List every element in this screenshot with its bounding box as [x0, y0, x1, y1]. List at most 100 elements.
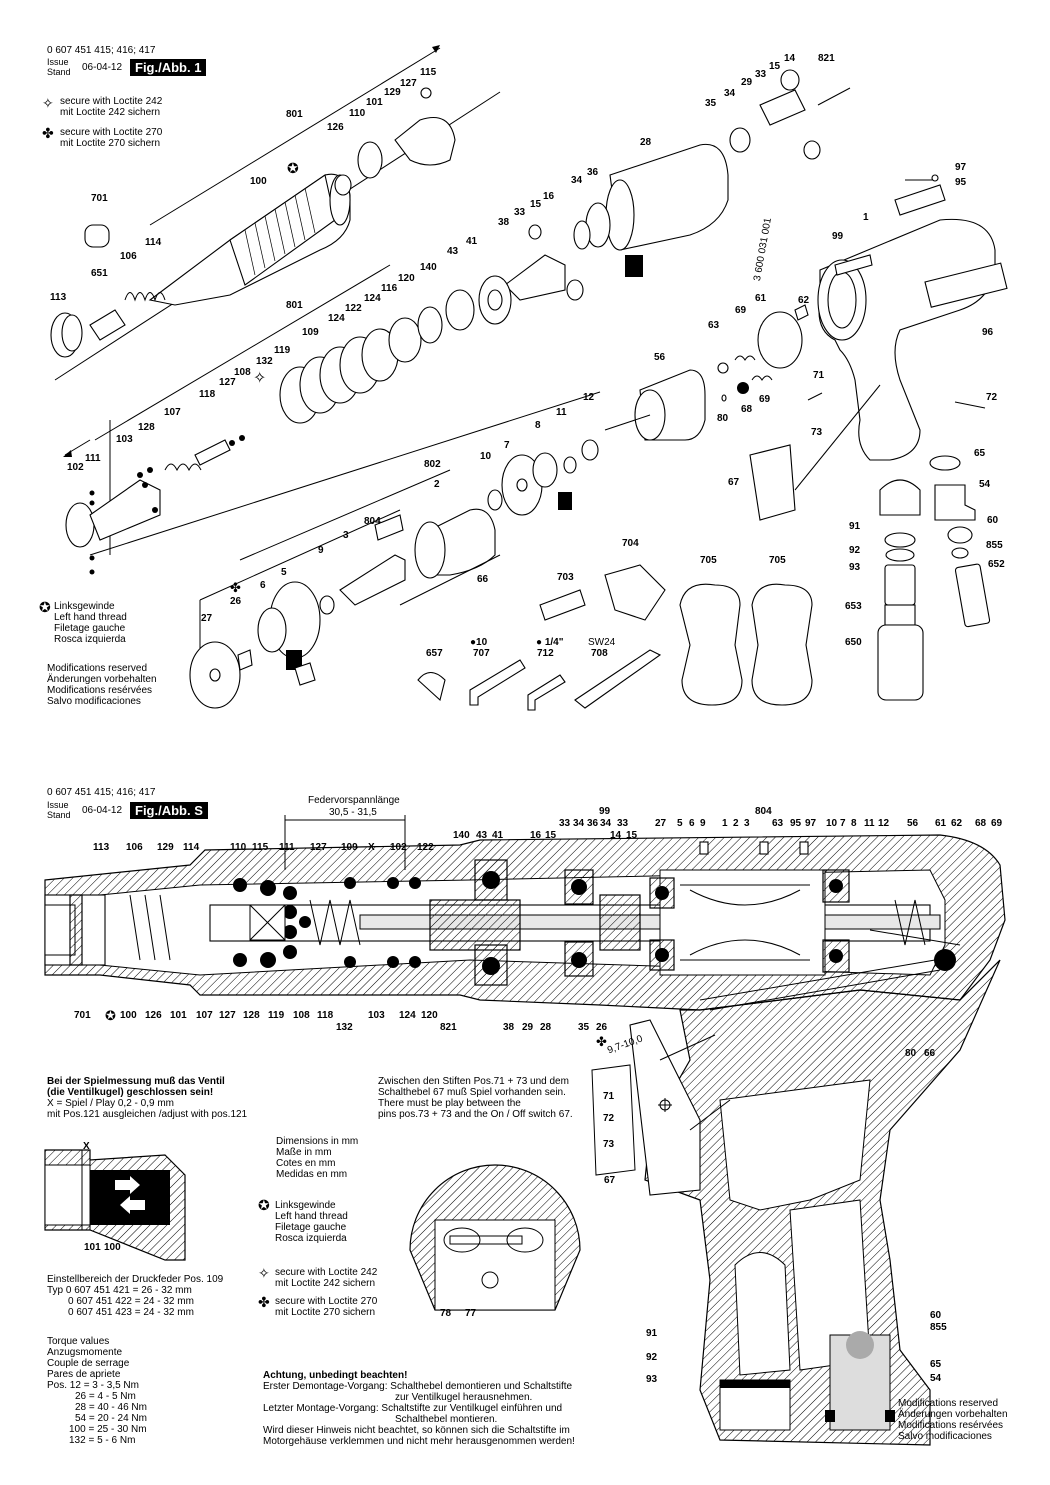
callout: 108: [293, 1010, 310, 1021]
callout: 8: [851, 818, 857, 829]
callout: 707: [473, 648, 490, 659]
callout: 127: [310, 842, 327, 853]
callout: 6: [689, 818, 695, 829]
callout: 66: [924, 1048, 936, 1059]
callout: 15: [626, 830, 638, 841]
callout: 69: [735, 305, 747, 316]
callout: 62: [798, 295, 810, 306]
callout: 140: [420, 262, 437, 273]
loctite-242-icon: ✧: [42, 95, 54, 111]
sheet1-figure-badge: Fig./Abb. 1: [130, 59, 207, 76]
callout: 804: [755, 806, 772, 817]
callout: 33: [559, 818, 571, 829]
callout: 705: [700, 555, 717, 566]
callout: 119: [268, 1010, 285, 1021]
callout: 127: [219, 377, 236, 388]
loctite-242-icon: ✧: [258, 1265, 270, 1281]
callout: 96: [982, 327, 994, 338]
callout: 12: [878, 818, 890, 829]
loctite-242-icon: ✧: [253, 370, 267, 387]
callout: 103: [368, 1010, 385, 1021]
callout: 109: [302, 327, 319, 338]
callout: 129: [384, 87, 401, 98]
callout: 140: [453, 830, 470, 841]
callout: 29: [522, 1022, 534, 1033]
callout: 97: [955, 162, 967, 173]
handle-callout: 71: [603, 1091, 615, 1102]
callout: 127: [219, 1010, 236, 1021]
callout: 126: [327, 122, 344, 133]
callout: 113: [93, 842, 110, 853]
callout: 705: [769, 555, 786, 566]
callout: 34: [573, 818, 585, 829]
callout: 115: [420, 67, 437, 78]
callout: 118: [317, 1010, 334, 1021]
callout: 97: [805, 818, 817, 829]
callout: 61: [755, 293, 767, 304]
callout: 9: [318, 545, 324, 556]
callout: 35: [705, 98, 717, 109]
callout: 34: [571, 175, 583, 186]
callout: 110: [230, 842, 247, 853]
callout: 69: [991, 818, 1003, 829]
sheet2-modifications-note: Modifications reserved Änderungen vorbeh…: [898, 1398, 1008, 1442]
callout: 129: [157, 842, 174, 853]
callout: 93: [849, 562, 861, 573]
callout: 61: [935, 818, 947, 829]
callout: 701: [91, 193, 108, 204]
callout: 701: [74, 1010, 91, 1021]
callout: 11: [556, 407, 567, 418]
handle-callout: 92: [646, 1352, 658, 1363]
callout: 43: [476, 830, 488, 841]
callout: 7: [504, 440, 510, 451]
callout: 126: [145, 1010, 162, 1021]
callout: 29: [741, 77, 753, 88]
callout: 101: [366, 97, 383, 108]
callout: 92: [849, 545, 861, 556]
callout: 33: [514, 207, 526, 218]
callout: 801: [286, 109, 303, 120]
callout: 28: [640, 137, 652, 148]
callout: 41: [466, 236, 478, 247]
callout: 5: [281, 567, 287, 578]
callout: 122: [417, 842, 434, 853]
sheet1-issue-label: Issue: [47, 57, 69, 67]
callout: 5: [677, 818, 683, 829]
callout: 110: [349, 108, 366, 119]
loctite-270-icon: ✤: [258, 1294, 270, 1310]
tool-size-label: SW24: [588, 637, 616, 648]
pins-play-note: Zwischen den Stiften Pos.71 + 73 und dem…: [378, 1076, 573, 1120]
callout: 657: [426, 648, 443, 659]
callout: 38: [503, 1022, 515, 1033]
callout: 3: [744, 818, 750, 829]
callout: 1: [722, 818, 728, 829]
callout: 3: [343, 530, 349, 541]
callout: 2: [733, 818, 739, 829]
callout: 34: [600, 818, 612, 829]
callout: 14: [784, 53, 796, 64]
callout: 108: [234, 367, 251, 378]
callout: 652: [988, 559, 1005, 570]
left-thread-icon: ✪: [258, 1197, 270, 1213]
callout: 10: [480, 451, 492, 462]
torque-values-table: Torque values Anzugsmomente Couple de se…: [47, 1336, 147, 1446]
callout: 43: [447, 246, 459, 257]
exploded-view: [50, 45, 1008, 711]
section-label: 77: [465, 1308, 477, 1319]
sheet2-issue-label: Issue: [47, 800, 69, 810]
callout: 102: [67, 462, 84, 473]
callout: 10: [826, 818, 838, 829]
callout: 708: [591, 648, 608, 659]
callout: 11: [864, 818, 875, 829]
callout: 68: [975, 818, 987, 829]
callout: 15: [530, 199, 542, 210]
callout: 704: [622, 538, 639, 549]
callout: 120: [398, 273, 415, 284]
sheet2-left-thread-note: Linksgewinde Left hand thread Filetage g…: [275, 1200, 348, 1244]
callout: 855: [986, 540, 1003, 551]
callout: 100: [250, 176, 267, 187]
detail-label: X: [83, 1141, 90, 1152]
callout: 63: [772, 818, 784, 829]
callout: 80: [717, 413, 729, 424]
loctite-270-icon: ✤: [42, 125, 54, 141]
